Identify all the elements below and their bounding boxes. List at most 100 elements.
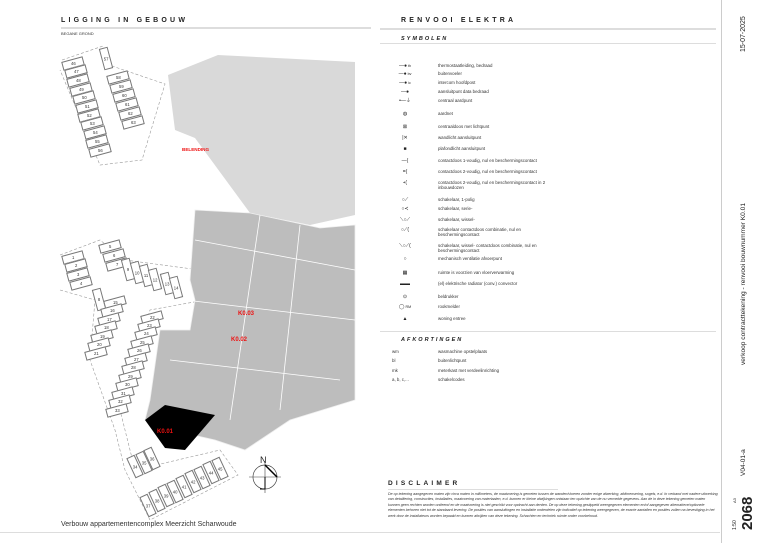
parking-number: 9 [126, 266, 130, 272]
thermostat-wire-icon: —●th [398, 62, 412, 69]
paper-format: A3 [732, 498, 737, 503]
parking-number: 36 [149, 455, 155, 461]
switch-single-icon: ○⟋ [401, 196, 409, 203]
parking-number: 7 [115, 261, 119, 267]
divider [380, 43, 716, 44]
parking-number: 63 [130, 119, 136, 125]
doorbell-icon: ⊙ [402, 293, 408, 300]
parking-number: 59 [118, 83, 124, 89]
symbol-label: schakelaar, 1-polig [438, 197, 475, 202]
section-title-renvooi: RENVOOI ELEKTRA [401, 17, 517, 24]
symbol-tag: th [408, 63, 412, 68]
scale: 1:50 [732, 520, 738, 530]
parking-number: 49 [78, 86, 84, 92]
unit-label-k002: K0.02 [231, 337, 248, 343]
neighbor-label: BELENDING [182, 147, 210, 152]
symbol-label: beldrukker [438, 294, 459, 299]
parking-number: 52 [86, 112, 92, 118]
parking-number: 33 [114, 407, 120, 413]
parking-number: 51 [84, 104, 89, 110]
abbreviation-meaning: wasmachine opstelplaats [438, 349, 488, 354]
parking-number: 1 [71, 254, 75, 260]
parking-number: 50 [81, 95, 87, 101]
switch-series-icon: ○≺ [401, 205, 409, 212]
abbreviation: a, b, c,... [392, 376, 409, 382]
parking-number: 37 [145, 502, 151, 508]
unit-label-k001: K0.01 [157, 429, 174, 435]
parking-number: 16 [109, 308, 115, 314]
north-arrow [249, 461, 281, 493]
parking-number: 55 [94, 138, 100, 144]
parking-number: 42 [190, 479, 196, 485]
abbreviation-meaning: buitenlichtpunt [438, 358, 467, 364]
version: V04-01-a [740, 449, 747, 476]
drawing-number: 2068 [739, 496, 756, 530]
parking-number: 2 [74, 263, 77, 269]
wall-light-icon: |✕ [402, 134, 408, 141]
symbol-label: buitenvoeler [438, 71, 462, 76]
parking-number: 13 [164, 280, 170, 286]
parking-number: 62 [127, 110, 133, 116]
symbol-label: rookmelder [438, 304, 460, 309]
symbol-label: schakelaar, wissel- [438, 217, 475, 222]
outdoor-sensor-icon: —●bv [398, 70, 412, 77]
ceiling-box-light-icon: ⊠ [402, 123, 408, 130]
ground-point-icon: •—⏚ [399, 98, 411, 104]
symbol-label: intercom hoofdpost [438, 80, 476, 85]
symbols-header: SYMBOLEN [401, 36, 449, 42]
parking-number: 56 [97, 147, 103, 153]
section-title-location: LIGGING IN GEBOUW [61, 17, 189, 24]
parking-number: 61 [124, 101, 130, 107]
parking-number: 10 [134, 269, 140, 275]
parking-number: 4 [79, 280, 83, 286]
parking-number: 45 [217, 465, 223, 471]
parking-number: 5 [108, 243, 112, 249]
entrance-icon: ▲ [402, 315, 408, 322]
symbol-label: contactdoos 2-voudig, nul en bescherming… [438, 180, 546, 190]
parking-number: 44 [208, 470, 214, 476]
date: 15-07-2025 [740, 16, 747, 52]
floor-heating-icon: ▦ [402, 269, 408, 276]
parking-number: 39 [163, 493, 169, 499]
parking-number: 3 [77, 271, 80, 277]
divider [721, 0, 722, 543]
symbol-label: wandlicht aansluitpunt [438, 135, 482, 140]
parking-number: 6 [112, 252, 115, 258]
symbol-label: contactdoos 2-voudig, nul en bescherming… [438, 169, 537, 174]
parking-number: 34 [132, 463, 138, 469]
parking-number: 47 [73, 69, 79, 75]
abbreviation-meaning: meterkast met verdeelinrichting [438, 367, 500, 373]
parking-number: 21 [93, 350, 99, 356]
switch-socket-combo-icon: ○⟋( [400, 226, 410, 233]
socket-double-split-icon: ⫞( [402, 179, 408, 186]
abbreviation-meaning: schakelcodes [438, 376, 465, 382]
parking-number: 40 [172, 488, 178, 494]
abbreviations-header: AFKORTINGEN [401, 337, 464, 343]
disclaimer-header: DISCLAIMER [388, 480, 461, 487]
parking-number: 60 [121, 92, 127, 98]
ventilation-icon: ○ [403, 255, 407, 262]
symbol-label: centraaldoos met lichtpunt [438, 124, 490, 129]
parking-number: 57 [103, 55, 109, 61]
project-name: Verbouw appartementencomplex Meerzicht S… [61, 521, 237, 528]
socket-single-icon: —( [401, 157, 409, 164]
symbol-label: mechanisch ventilatie afvoerpunt [438, 256, 502, 261]
radiator-icon: ▬▬ [400, 280, 410, 287]
data-point-icon: —● [400, 88, 410, 95]
parking-number: 46 [70, 60, 76, 66]
symbol-tag: RM [405, 304, 412, 309]
socket-double-icon: =( [402, 168, 408, 175]
parking-number: 53 [89, 121, 95, 127]
parking-number: 11 [143, 273, 149, 279]
parking-number: 54 [92, 130, 97, 136]
disclaimer-text: De op tekening aangegeven maten zijn cir… [388, 492, 718, 518]
divider [388, 489, 558, 490]
parking-number: 48 [76, 77, 81, 83]
site-plan [59, 45, 356, 521]
drawing-description: verkoop contracttekening - renvooi bouwn… [740, 202, 747, 365]
parking-number: 38 [154, 497, 160, 503]
symbol-tag: ic [408, 80, 411, 85]
parking-number: 41 [181, 483, 187, 489]
symbol-tag: bv [407, 71, 412, 76]
floor-label: BEGANE GROND [61, 31, 94, 36]
